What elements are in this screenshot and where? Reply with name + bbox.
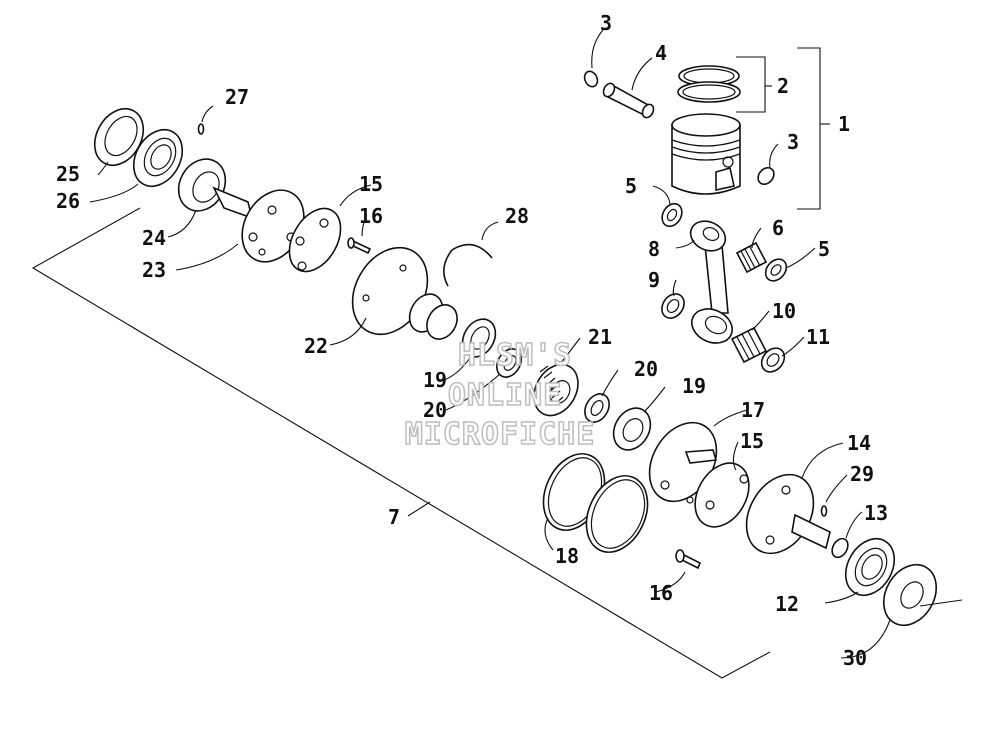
- crank-half-left: [212, 186, 305, 263]
- center-bearing-19b: [612, 407, 652, 451]
- watermark: HLSM'S ONLINE MICROFICHE: [404, 337, 596, 453]
- crank-plate-right: [694, 462, 750, 528]
- callout-14: 14: [847, 431, 871, 455]
- callout-26: 26: [56, 189, 80, 213]
- callout-7: 7: [388, 505, 400, 529]
- callout-9: 9: [648, 268, 660, 292]
- crankshaft-right-end: [648, 421, 963, 626]
- watermark-line-2: ONLINE: [448, 378, 562, 413]
- thrust-washer-5a: [661, 202, 683, 228]
- callout-17: 17: [741, 398, 765, 422]
- callout-4: 4: [655, 41, 667, 65]
- callout-13: 13: [864, 501, 888, 525]
- main-bearing-left: [132, 128, 184, 188]
- callout-20b: 20: [634, 357, 658, 381]
- callout-1: 1: [838, 112, 850, 136]
- callout-24: 24: [142, 226, 166, 250]
- retaining-ring-28: [443, 243, 493, 287]
- piston-ring-lower: [677, 81, 741, 103]
- callout-8: 8: [648, 237, 660, 261]
- callout-25: 25: [56, 162, 80, 186]
- callout-5b: 5: [818, 237, 830, 261]
- callout-27: 27: [225, 85, 249, 109]
- callout-19b: 19: [682, 374, 706, 398]
- oil-seal-right: [882, 564, 938, 626]
- callout-20a: 20: [423, 398, 447, 422]
- watermark-line-1: HLSM'S: [458, 338, 572, 373]
- callout-2: 2: [777, 74, 789, 98]
- callout-30: 30: [843, 646, 867, 670]
- woodruff-key: [197, 123, 205, 135]
- crank-half-right: [745, 473, 831, 555]
- thrust-washer-11: [760, 347, 786, 373]
- small-end-needle-bearing: [735, 241, 768, 274]
- washer-20a: [496, 348, 522, 378]
- thrust-washer-5b: [764, 258, 788, 282]
- callout-15a: 15: [359, 172, 383, 196]
- connecting-rod: [689, 220, 733, 344]
- callout-15b: 15: [740, 429, 764, 453]
- leader-lines: [89, 29, 891, 659]
- piston-pin: [602, 82, 655, 119]
- callout-10: 10: [772, 299, 796, 323]
- callout-3b: 3: [787, 130, 799, 154]
- main-bearing-right: [844, 537, 896, 597]
- piston-group: [583, 47, 830, 210]
- callout-6: 6: [772, 216, 784, 240]
- o-ring: [831, 537, 849, 559]
- woodruff-key-29: [820, 505, 828, 517]
- big-end-needle-bearing: [730, 326, 768, 364]
- callout-29: 29: [850, 462, 874, 486]
- callout-5a: 5: [625, 174, 637, 198]
- callout-12: 12: [775, 592, 799, 616]
- bolt-upper: [347, 237, 372, 255]
- piston: [671, 113, 741, 195]
- circlip-left: [583, 70, 599, 88]
- callout-19a: 19: [423, 368, 447, 392]
- callout-16b: 16: [649, 581, 673, 605]
- callout-3a: 3: [600, 11, 612, 35]
- drive-gear: [533, 363, 579, 417]
- connecting-rod-group: [661, 202, 788, 373]
- thrust-washer-9: [661, 293, 685, 319]
- center-gear-parts: [461, 318, 652, 553]
- watermark-line-3: MICROFICHE: [405, 417, 596, 452]
- crank-disc: [351, 246, 458, 340]
- bolt-lower: [675, 549, 702, 570]
- callout-22: 22: [304, 334, 328, 358]
- crank-plate-left: [288, 207, 342, 273]
- assembly-bracket-7: [31, 207, 771, 679]
- washer-20b: [584, 393, 610, 423]
- callout-numbers: 1 2 3 3 4 5 5 6 7 8 9 10 11 12 13 14 15 …: [56, 11, 888, 670]
- circlip-right: [757, 166, 775, 186]
- crankshaft-left-end: [93, 107, 493, 340]
- callout-21: 21: [588, 325, 612, 349]
- callout-23: 23: [142, 258, 166, 282]
- callout-28: 28: [505, 204, 529, 228]
- callout-11: 11: [806, 325, 830, 349]
- callout-16a: 16: [359, 204, 383, 228]
- callout-18: 18: [555, 544, 579, 568]
